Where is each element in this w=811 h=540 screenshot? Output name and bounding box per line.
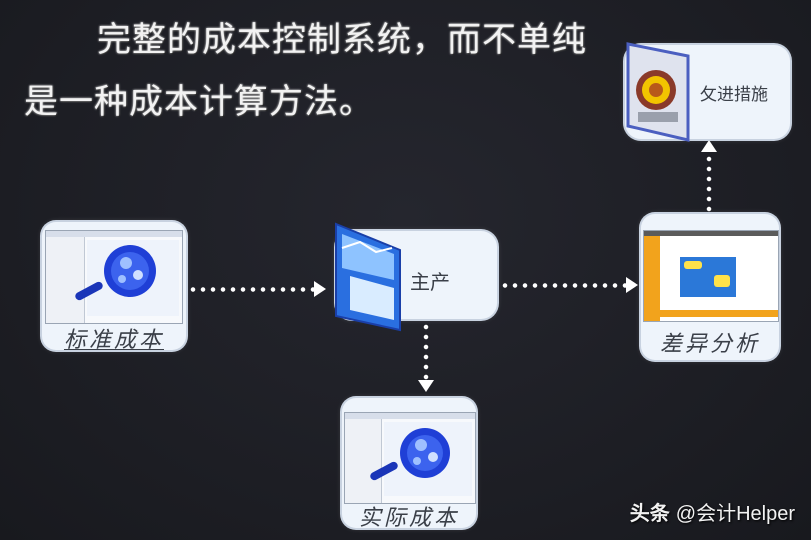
slide-title-line-1: 完整的成本控制系统，而不单纯 [97, 20, 587, 60]
cad-wheel-screenshot-icon [344, 412, 476, 504]
node-label: 差异分析 [659, 332, 760, 357]
node-label: 标准成本 [63, 328, 164, 350]
node-variance-analysis: 差异分析 [641, 214, 779, 360]
cad-wheel-screenshot-icon [45, 230, 183, 324]
arrow-standard-to-production [188, 281, 328, 297]
arrow-production-to-variance [500, 277, 640, 293]
node-actual-cost: 实际成本 [342, 398, 476, 528]
arrow-variance-to-improvement [701, 140, 717, 212]
production-book-icon [335, 222, 401, 332]
watermark-handle: @会计Helper [675, 503, 795, 525]
analysis-software-screenshot-icon [643, 230, 779, 322]
arrow-production-to-actual-cost [418, 322, 434, 396]
node-standard-cost: 标准成本 [42, 222, 186, 350]
node-label: 攵进措施 [700, 85, 768, 105]
node-label: 主产 [410, 270, 450, 294]
node-label: 实际成本 [358, 506, 459, 528]
watermark: 头条@会计Helper [630, 497, 795, 526]
watermark-brand: 头条 [629, 503, 670, 525]
gear-book-icon [626, 42, 690, 142]
slide-title-line-2: 是一种成本计算方法。 [24, 82, 374, 122]
